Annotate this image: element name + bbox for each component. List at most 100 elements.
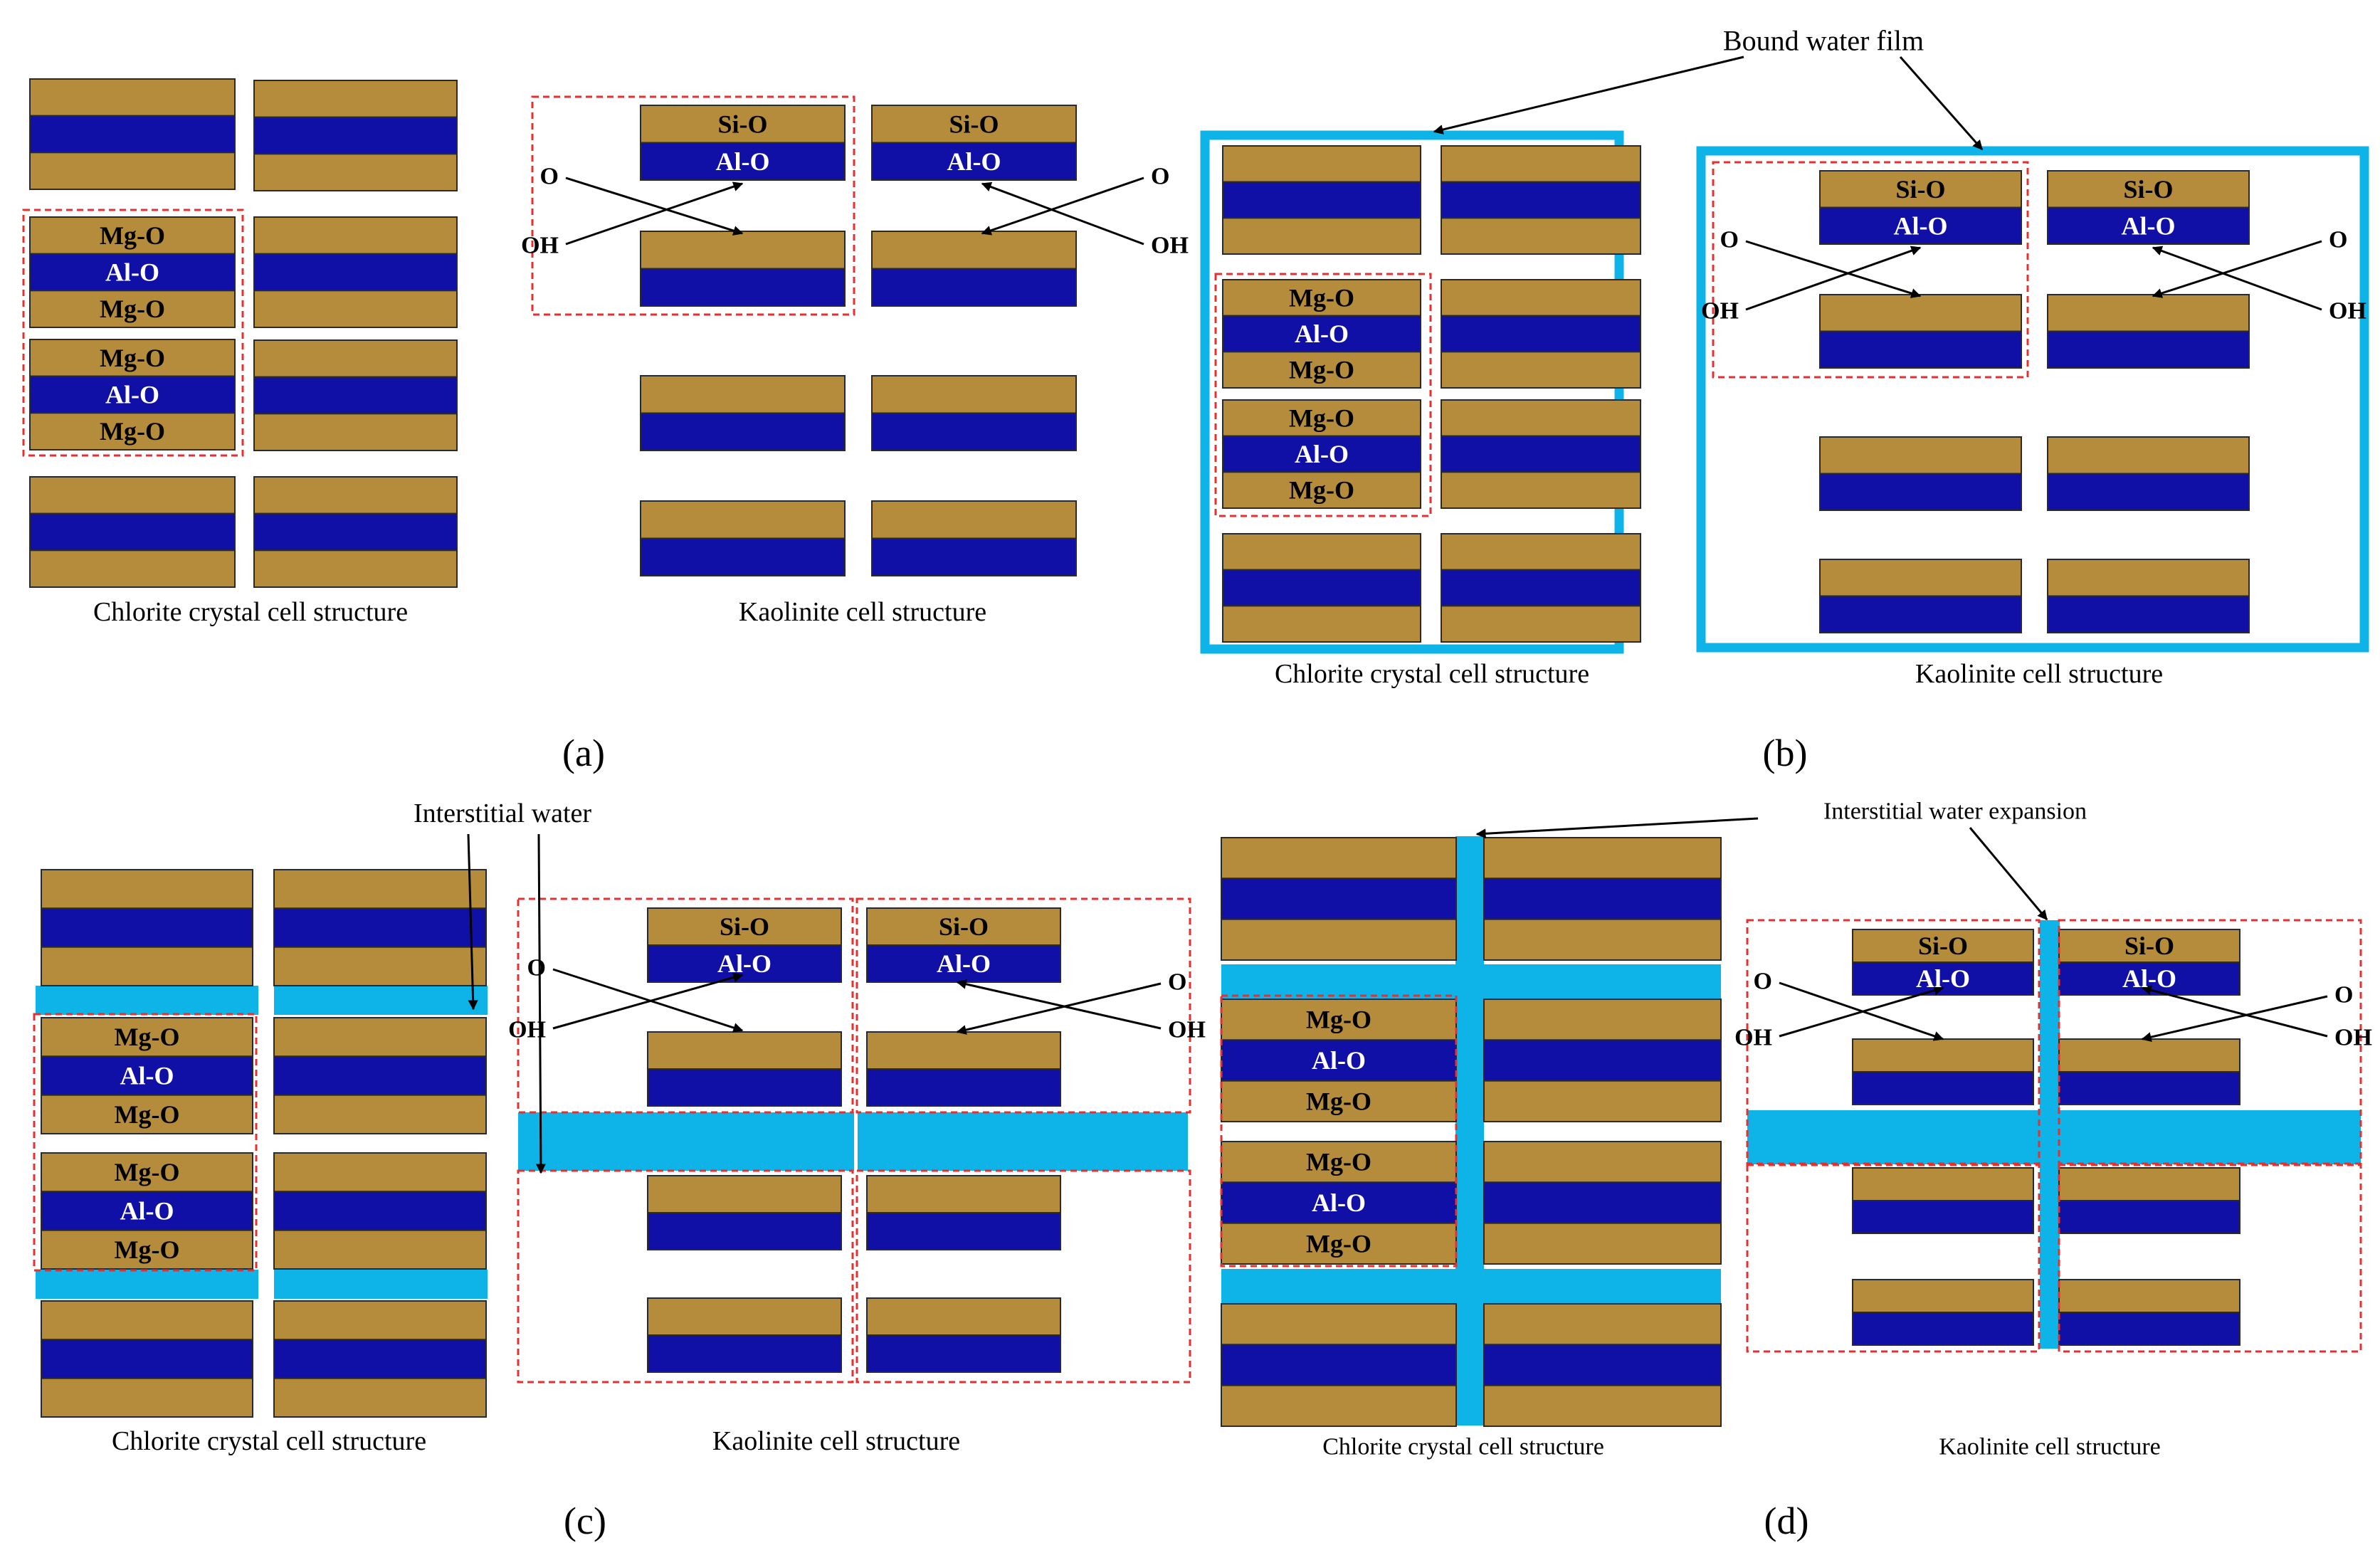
d-right-interaction-oxygen-ion: O — [2334, 982, 2353, 1008]
d-kaolinite-block-6-al-o-layer — [2058, 1200, 2241, 1234]
a-chlorite-right-block-2-middle-layer — [253, 253, 458, 292]
c-chlorite-caption: Chlorite crystal cell structure — [112, 1426, 426, 1456]
d-kaolinite-block-1-si-o-label: Si-O — [1918, 932, 1968, 960]
a-kaolinite-block-3-al-o-layer — [640, 268, 846, 307]
c-kaolinite-top-left-selection-box — [517, 897, 854, 1114]
b-kaolinite-block-2-al-o-label: Al-O — [2122, 211, 2176, 240]
d-left-interaction-hydroxyl-arrow — [1779, 985, 1944, 1038]
a-kaolinite-block-8-al-o-layer — [871, 537, 1077, 576]
c-chlorite-left-block-3-mg-o-label: Mg-O — [115, 1235, 180, 1264]
c-right-interaction-hydroxyl-ion: OH — [1168, 1017, 1206, 1043]
d-chlorite-left-block-4-bottom-layer — [1221, 1384, 1457, 1427]
b-chlorite-left-block-2-middle-layer — [1222, 315, 1421, 353]
c-kaolinite-bottom-right-selection-box — [855, 1169, 1191, 1384]
a-left-interaction-oxygen-arrow — [565, 176, 744, 236]
c-lower-interstitial-water-left — [36, 1270, 258, 1299]
c-chlorite-left-block-1-top-layer — [41, 869, 253, 910]
b-kaolinite-block-5-si-o-layer — [1819, 436, 2022, 475]
b-kaolinite-block-7-al-o-layer — [1819, 595, 2022, 633]
a-chlorite-selection-box — [22, 209, 244, 457]
a-chlorite-right-block-2-bottom-layer — [253, 290, 458, 329]
d-kaolinite-block-1-si-o-layer — [1852, 929, 2034, 963]
b-chlorite-right-block-1-top-layer — [1441, 145, 1641, 183]
d-chlorite-left-block-3-al-o-label: Al-O — [1312, 1189, 1366, 1217]
a-chlorite-right-block-1-bottom-layer — [253, 153, 458, 191]
c-kaolinite-block-1-si-o-label: Si-O — [720, 912, 769, 941]
a-kaolinite-block-5-al-o-layer — [640, 412, 846, 451]
c-chlorite-left-block-4-bottom-layer — [41, 1377, 253, 1418]
d-interstitial-water-expansion-arrow-kaolinite — [1969, 827, 2048, 921]
b-chlorite-right-block-2-bottom-layer — [1441, 351, 1641, 389]
c-left-interaction-oxygen-arrow — [552, 968, 744, 1033]
b-chlorite-left-block-3-middle-layer — [1222, 435, 1421, 473]
c-chlorite-left-block-2-bottom-layer — [41, 1094, 253, 1134]
c-chlorite-left-block-1-bottom-layer — [41, 946, 253, 986]
d-chlorite-right-block-4-top-layer — [1483, 1303, 1722, 1346]
d-chlorite-right-block-2-bottom-layer — [1483, 1080, 1722, 1122]
b-chlorite-right-block-4-middle-layer — [1441, 569, 1641, 607]
b-chlorite-right-block-4-bottom-layer — [1441, 605, 1641, 643]
a-kaolinite-block-5-si-o-layer — [640, 375, 846, 414]
c-kaolinite-bottom-left-selection-box — [517, 1169, 854, 1384]
a-chlorite-left-block-2-mg-o-label: Mg-O — [100, 221, 165, 250]
d-kaolinite-block-2-si-o-layer — [2058, 929, 2241, 963]
a-left-interaction-oxygen-ion: O — [540, 164, 559, 190]
b-kaolinite-block-1-al-o-layer — [1819, 206, 2022, 245]
a-chlorite-left-block-3-bottom-layer — [29, 412, 236, 450]
c-interstitial-water-arrow-kaolinite — [535, 833, 546, 1174]
a-chlorite-left-block-2-top-layer — [29, 216, 236, 255]
d-chlorite-right-block-1-top-layer — [1483, 837, 1722, 880]
c-chlorite-right-block-2-middle-layer — [273, 1055, 487, 1096]
b-chlorite-left-block-3-al-o-label: Al-O — [1295, 440, 1349, 468]
c-right-interaction-oxygen-arrow — [956, 982, 1162, 1035]
d-chlorite-right-block-2-middle-layer — [1483, 1039, 1722, 1082]
c-chlorite-right-block-1-middle-layer — [273, 907, 487, 948]
b-right-interaction-oxygen-arrow — [2152, 240, 2322, 298]
c-chlorite-left-block-2-al-o-label: Al-O — [120, 1062, 174, 1090]
a-kaolinite-block-1-si-o-label: Si-O — [717, 110, 767, 138]
c-lower-interstitial-water-right — [274, 1270, 488, 1299]
b-kaolinite-bound-water-film — [1696, 146, 2369, 653]
d-kaolinite-block-2-al-o-layer — [2058, 961, 2241, 996]
c-interstitial-water-label: Interstitial water — [414, 799, 591, 828]
d-kaolinite-block-5-si-o-layer — [1852, 1167, 2034, 1201]
a-left-interaction-hydroxyl-ion: OH — [521, 233, 559, 259]
a-kaolinite-block-2-al-o-label: Al-O — [947, 147, 1001, 176]
c-kaolinite-block-5-si-o-layer — [647, 1175, 842, 1213]
c-chlorite-right-block-3-top-layer — [273, 1152, 487, 1193]
b-chlorite-caption: Chlorite crystal cell structure — [1275, 659, 1589, 689]
b-kaolinite-block-1-si-o-label: Si-O — [1895, 175, 1945, 204]
d-chlorite-left-block-4-top-layer — [1221, 1303, 1457, 1346]
b-chlorite-left-block-2-top-layer — [1222, 279, 1421, 317]
d-chlorite-left-block-2-mg-o-label: Mg-O — [1306, 1006, 1371, 1034]
b-left-interaction-hydroxyl-arrow — [1745, 246, 1922, 311]
d-chlorite-left-block-3-mg-o-label: Mg-O — [1306, 1148, 1371, 1176]
a-panel-caption: (a) — [562, 732, 605, 774]
b-kaolinite-block-7-si-o-layer — [1819, 559, 2022, 597]
a-chlorite-left-block-1-bottom-layer — [29, 152, 236, 190]
c-kaolinite-block-1-al-o-label: Al-O — [717, 949, 772, 978]
a-chlorite-left-block-4-top-layer — [29, 476, 236, 515]
c-right-interaction-hydroxyl-arrow — [956, 979, 1162, 1030]
c-chlorite-left-block-2-mg-o-label: Mg-O — [115, 1100, 180, 1129]
b-chlorite-left-block-4-top-layer — [1222, 533, 1421, 571]
b-chlorite-right-block-1-bottom-layer — [1441, 217, 1641, 255]
c-left-interaction-hydroxyl-arrow — [552, 972, 744, 1030]
b-kaolinite-block-2-si-o-label: Si-O — [2123, 175, 2173, 204]
c-chlorite-left-block-3-top-layer — [41, 1152, 253, 1193]
a-chlorite-right-block-4-middle-layer — [253, 512, 458, 552]
c-upper-interstitial-water-right — [274, 986, 488, 1015]
b-kaolinite-selection-box — [1712, 161, 2029, 379]
d-kaolinite-block-8-al-o-layer — [2058, 1312, 2241, 1346]
c-kaolinite-interstitial-water-left — [518, 1112, 854, 1171]
b-kaolinite-block-3-al-o-layer — [1819, 330, 2022, 369]
d-chlorite-left-block-1-bottom-layer — [1221, 918, 1457, 961]
d-chlorite-vertical-water-expansion — [1455, 836, 1484, 1426]
b-panel-caption: (b) — [1763, 732, 1808, 774]
b-kaolinite-block-3-si-o-layer — [1819, 294, 2022, 332]
b-kaolinite-block-8-al-o-layer — [2047, 595, 2250, 633]
d-chlorite-left-block-2-al-o-label: Al-O — [1312, 1046, 1366, 1075]
a-kaolinite-block-2-al-o-layer — [871, 142, 1077, 181]
c-upper-interstitial-water-left — [36, 986, 258, 1015]
